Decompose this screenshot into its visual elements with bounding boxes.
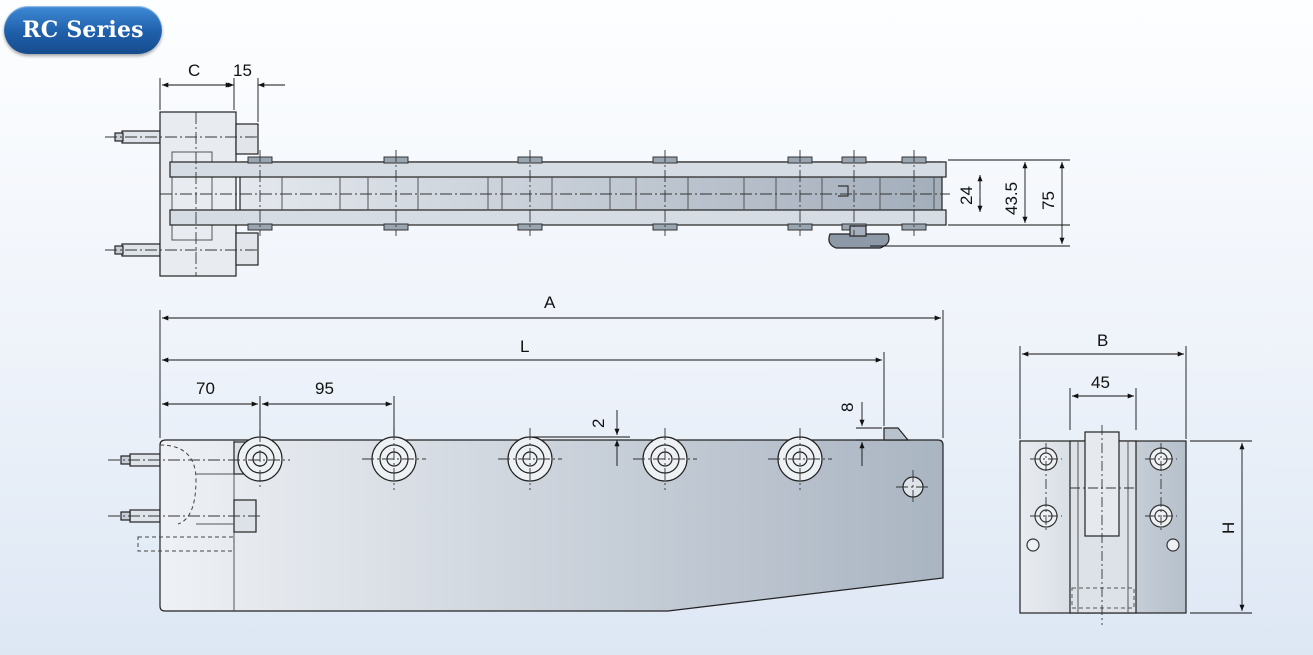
series-badge-label: RC Series <box>22 17 144 43</box>
dim-a-label: A <box>544 293 556 312</box>
top-view <box>105 111 950 277</box>
dim-b-label: B <box>1097 331 1108 350</box>
dim-24-label: 24 <box>957 186 976 205</box>
dim-43-5-label: 43.5 <box>1002 182 1021 215</box>
end-hole-small-left <box>1026 538 1040 552</box>
side-view-dimensions <box>159 310 944 466</box>
end-view-dimensions <box>1019 346 1252 614</box>
dim-2-label: 2 <box>589 419 608 428</box>
top-view-dimensions <box>159 78 1070 247</box>
side-stopper <box>883 427 910 441</box>
dim-70-label: 70 <box>196 379 215 398</box>
side-view <box>108 427 944 612</box>
block-tab-upper <box>235 123 259 155</box>
end-view <box>1019 425 1187 625</box>
dim-45-label: 45 <box>1091 373 1110 392</box>
dim-75-label: 75 <box>1039 191 1058 210</box>
dim-l-label: L <box>520 337 529 356</box>
dim-c-label: C <box>188 61 200 80</box>
block-tab-lower <box>235 232 259 266</box>
dim-15-label: 15 <box>233 61 252 80</box>
chain-rail-upper <box>169 161 947 178</box>
side-body <box>159 439 944 612</box>
dim-95-label: 95 <box>315 379 334 398</box>
stopper-lever <box>828 225 890 249</box>
end-hole-small-right <box>1166 538 1180 552</box>
series-badge: RC Series <box>4 6 162 54</box>
chain-rail-lower <box>169 209 947 226</box>
dim-8-label: 8 <box>838 403 857 412</box>
dim-h-label: H <box>1219 522 1238 534</box>
